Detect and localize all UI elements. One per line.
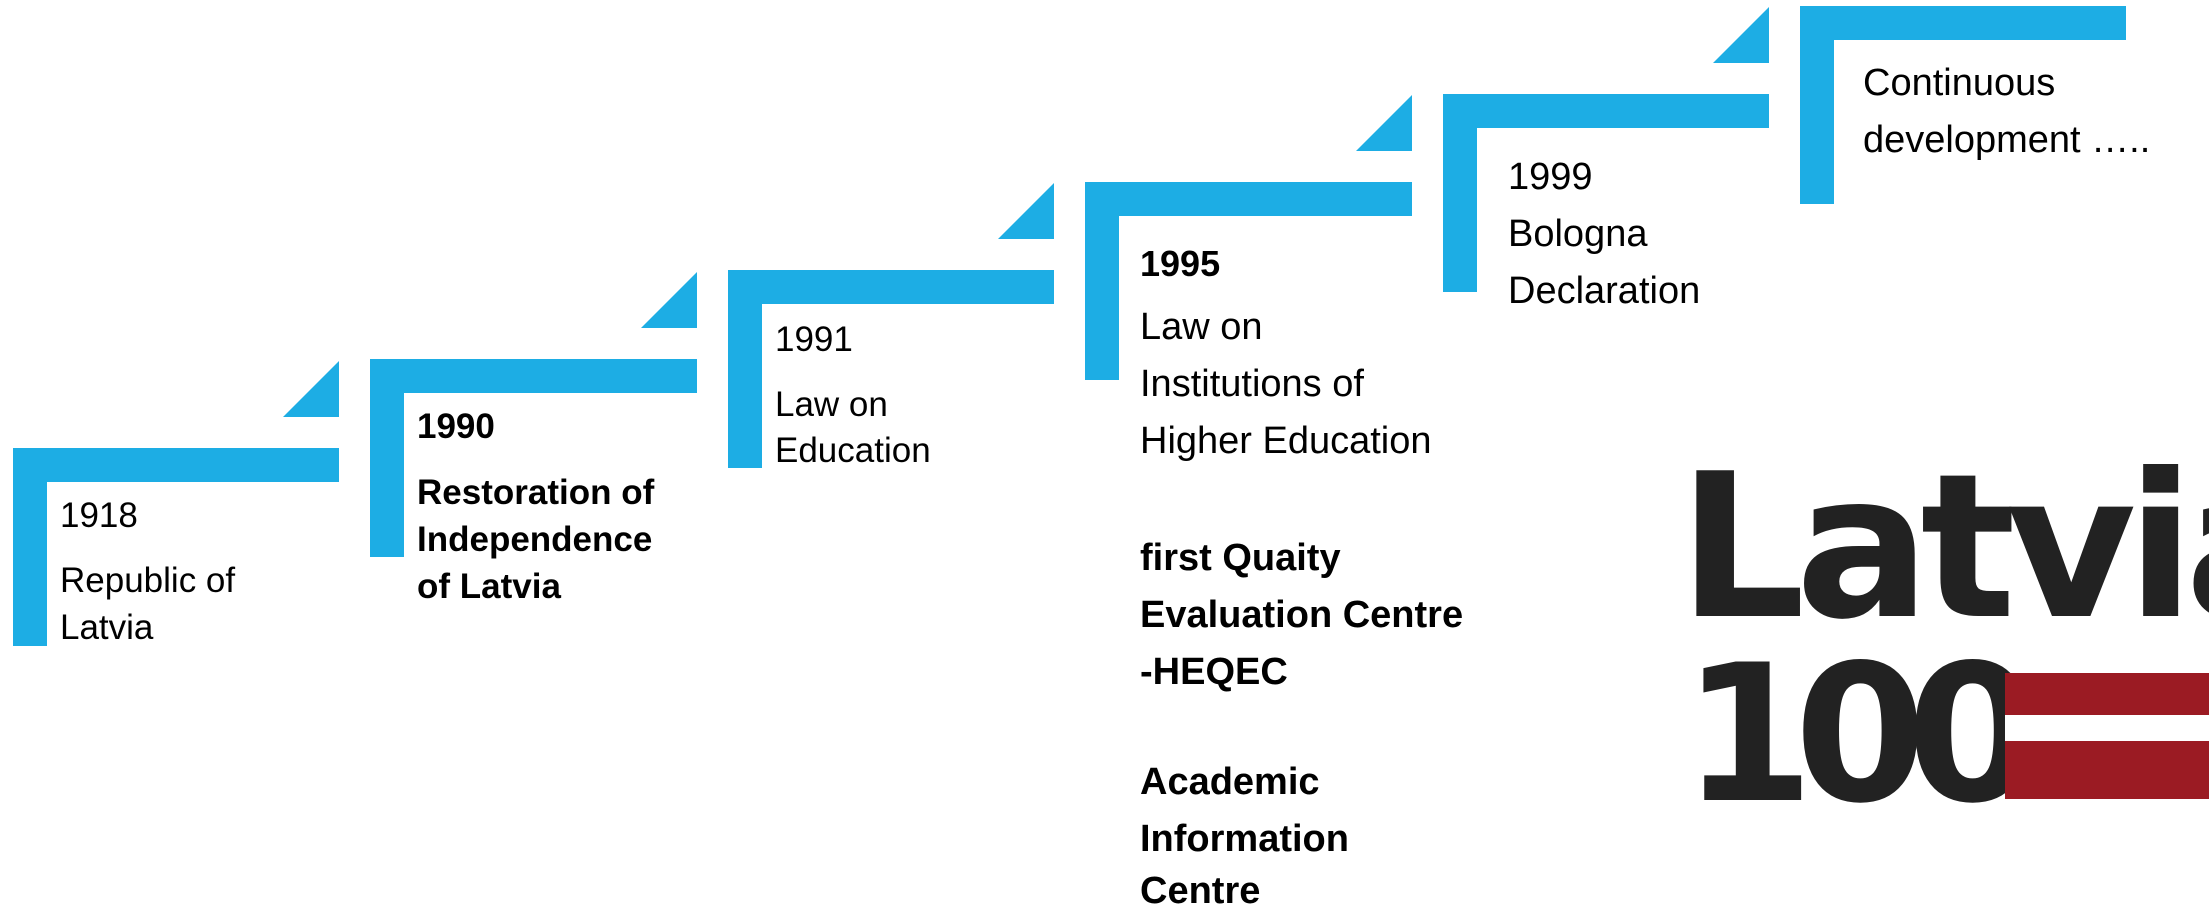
step-5-desc-line-2: Declaration: [1508, 270, 1701, 312]
flag-red-bottom: [2005, 741, 2209, 799]
step-3-desc-line-1: Law on: [775, 385, 888, 424]
step-4-desc-line-2: Institutions of: [1140, 363, 1364, 405]
step-2-desc-line-2: Independence: [417, 520, 653, 559]
step-5-top-bar: [1443, 94, 1769, 128]
step-4-triangle: [1356, 95, 1412, 151]
flag-red-top: [2005, 673, 2209, 715]
info-centre-line-2: Information: [1140, 818, 1349, 860]
step-3-top-bar: [728, 270, 1054, 304]
step-2-desc-line-3: of Latvia: [417, 567, 561, 606]
step-2-top-bar: [370, 359, 697, 393]
quality-centre-line-2: Evaluation Centre: [1140, 594, 1464, 636]
step-2-desc-line-1: Restoration of: [417, 473, 655, 512]
step-1-left-bar: [13, 448, 47, 646]
step-1-desc-line-1: Republic of: [60, 561, 236, 600]
step-5-desc-line-1: Bologna: [1508, 213, 1648, 255]
step-2-triangle: [641, 272, 697, 328]
step-1-year: 1918: [60, 496, 138, 535]
step-4-left-bar: [1085, 182, 1119, 380]
step-5-left-bar: [1443, 94, 1477, 292]
step-4-desc-line-1: Law on: [1140, 306, 1263, 348]
step-6-desc-line-2: development …..: [1863, 119, 2151, 161]
step-1-desc-line-2: Latvia: [60, 608, 154, 647]
latvia-logo-word: Latvia: [1678, 431, 2209, 664]
step-5-year: 1999: [1508, 156, 1593, 198]
info-centre-line-1: Academic: [1140, 761, 1320, 803]
step-2-year: 1990: [417, 407, 495, 446]
step-6-top-bar: [1800, 6, 2126, 40]
quality-centre-line-1: first Quaity: [1140, 537, 1341, 579]
latvia-logo-number: 100: [1682, 624, 2039, 845]
step-4-year: 1995: [1140, 243, 1221, 284]
step-6-desc-line-1: Continuous: [1863, 62, 2056, 104]
step-4-top-bar: [1085, 182, 1412, 216]
step-3-year: 1991: [775, 320, 853, 359]
step-5-triangle: [1713, 7, 1769, 63]
step-3-left-bar: [728, 270, 762, 468]
step-6-left-bar: [1800, 6, 1834, 204]
step-2-left-bar: [370, 359, 404, 557]
step-3-desc-line-2: Education: [775, 431, 931, 470]
flag-white-stripe: [2005, 715, 2209, 741]
quality-centre-line-3: -HEQEC: [1140, 651, 1288, 693]
step-1-top-bar: [13, 448, 339, 482]
info-centre-line-3: Centre: [1140, 870, 1261, 912]
step-1-triangle: [283, 361, 339, 417]
step-3-triangle: [998, 183, 1054, 239]
step-4-desc-line-3: Higher Education: [1140, 420, 1432, 462]
